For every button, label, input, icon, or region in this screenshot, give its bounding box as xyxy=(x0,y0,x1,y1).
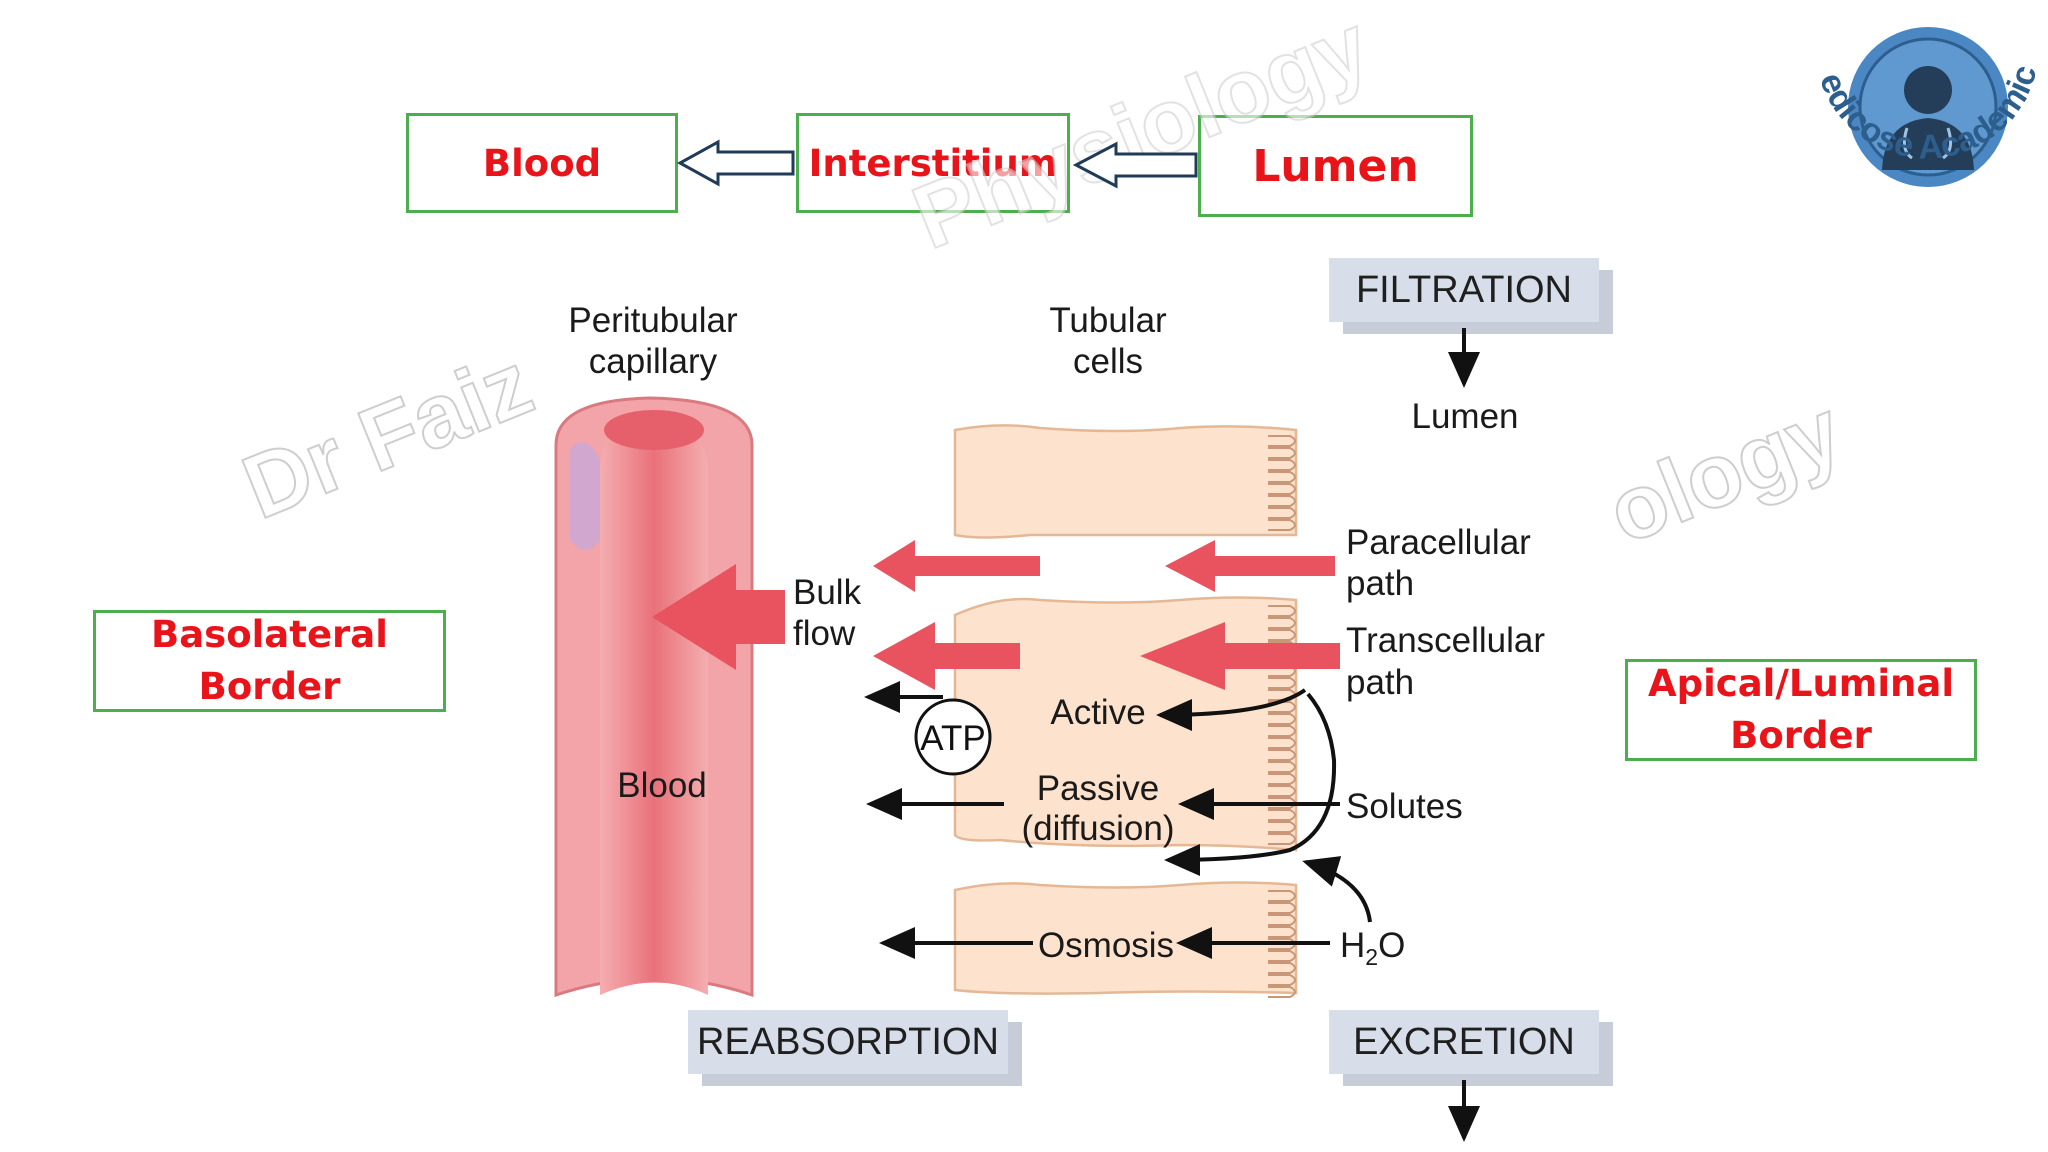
transcellular-label-line1: Transcellular xyxy=(1346,621,1545,660)
tubular-cell-top xyxy=(953,424,1298,539)
peritubular-capillary xyxy=(554,396,754,998)
hollow-arrow-lumen-to-interstitium xyxy=(1072,141,1198,189)
atp-circle xyxy=(914,698,992,776)
microvillus xyxy=(1268,914,1296,926)
paracellular-flow-arrows xyxy=(873,540,1335,592)
microvillus xyxy=(1268,713,1296,725)
microvillus xyxy=(1268,950,1296,962)
microvillus xyxy=(1268,809,1296,821)
blood-box: Blood xyxy=(406,113,678,213)
lumen-label: Lumen xyxy=(1411,397,1518,436)
watermark-left: Dr Faiz xyxy=(230,333,546,538)
peritubular-label-line1: Peritubular xyxy=(568,301,738,340)
bulk-flow-label-line1: Bulk xyxy=(793,573,862,612)
microvillus xyxy=(1268,902,1296,914)
microvillus xyxy=(1268,890,1296,902)
microvillus xyxy=(1268,483,1296,495)
microvillus xyxy=(1268,974,1296,986)
microvillus xyxy=(1268,725,1296,737)
bulk-flow-label-line2: flow xyxy=(793,614,856,653)
lumen-box: Lumen xyxy=(1198,115,1473,217)
microvillus xyxy=(1268,677,1296,689)
blood-box-label: Blood xyxy=(482,141,602,185)
excretion-plaque: EXCRETION xyxy=(1329,1010,1599,1074)
microvillus xyxy=(1268,617,1296,629)
tubular-cell-bottom xyxy=(953,881,1298,995)
h2o-o: O xyxy=(1378,926,1405,965)
hollow-arrow-interstitium-to-blood xyxy=(676,139,795,187)
microvillus xyxy=(1268,701,1296,713)
filtration-plaque: FILTRATION xyxy=(1329,258,1599,322)
apical-border-box: Apical/Luminal Border xyxy=(1625,659,1977,761)
blood-vessel-label: Blood xyxy=(617,766,707,805)
microvillus xyxy=(1268,519,1296,531)
stethoscope-icon xyxy=(1902,127,1953,160)
microvillus xyxy=(1268,471,1296,483)
doctor-head-icon xyxy=(1904,66,1952,114)
passive-label-line1: Passive xyxy=(1037,769,1160,808)
microvillus xyxy=(1268,986,1296,998)
h2o-label: H2O xyxy=(1340,926,1405,970)
microvillus xyxy=(1268,507,1296,519)
microvillus xyxy=(1268,605,1296,617)
bulk-flow-arrow xyxy=(652,564,785,670)
microvillus xyxy=(1268,459,1296,471)
interstitium-box: Interstitium xyxy=(796,113,1070,213)
passive-label-line2: (diffusion) xyxy=(1021,809,1174,848)
microvillus xyxy=(1268,447,1296,459)
apical-label-line1: Apical/Luminal xyxy=(1647,662,1955,705)
watermark-top: Physiology xyxy=(900,0,1383,269)
microvillus xyxy=(1268,435,1296,447)
lumen-box-label: Lumen xyxy=(1252,140,1419,192)
microvillus xyxy=(1268,785,1296,797)
paracellular-label-line2: path xyxy=(1346,564,1414,603)
microvillus xyxy=(1268,629,1296,641)
reabsorption-label: REABSORPTION xyxy=(697,1020,999,1063)
h2o-subscript: 2 xyxy=(1365,944,1378,970)
microvillus xyxy=(1268,495,1296,507)
microvillus xyxy=(1268,773,1296,785)
peritubular-label-line2: capillary xyxy=(589,342,718,381)
basolateral-label-line1: Basolateral xyxy=(151,613,388,656)
active-label: Active xyxy=(1050,693,1145,732)
solute-transport-arrows xyxy=(864,681,1372,959)
excretion-label: EXCRETION xyxy=(1353,1020,1575,1063)
interstitium-box-label: Interstitium xyxy=(808,141,1058,185)
apical-label-line2: Border xyxy=(1730,714,1872,757)
solutes-label: Solutes xyxy=(1346,787,1463,826)
h2o-h: H xyxy=(1340,926,1365,965)
microvillus xyxy=(1268,737,1296,749)
transcellular-label-line2: path xyxy=(1346,663,1414,702)
tubular-label-line2: cells xyxy=(1073,342,1143,381)
basolateral-label-line2: Border xyxy=(198,665,341,708)
tubular-label-line1: Tubular xyxy=(1049,301,1167,340)
microvillus xyxy=(1268,821,1296,833)
reabsorption-plaque: REABSORPTION xyxy=(688,1010,1008,1074)
filtration-label: FILTRATION xyxy=(1355,268,1573,311)
transcellular-flow-arrows xyxy=(873,622,1340,690)
watermark-right: ology xyxy=(1595,381,1855,564)
paracellular-label-line1: Paracellular xyxy=(1346,523,1531,562)
basolateral-border-box: Basolateral Border xyxy=(93,610,446,712)
microvillus xyxy=(1268,962,1296,974)
microvillus xyxy=(1268,749,1296,761)
microvillus xyxy=(1268,833,1296,845)
microvillus xyxy=(1268,926,1296,938)
atp-label: ATP xyxy=(920,719,985,758)
microvillus xyxy=(1268,761,1296,773)
osmosis-label: Osmosis xyxy=(1038,926,1174,965)
